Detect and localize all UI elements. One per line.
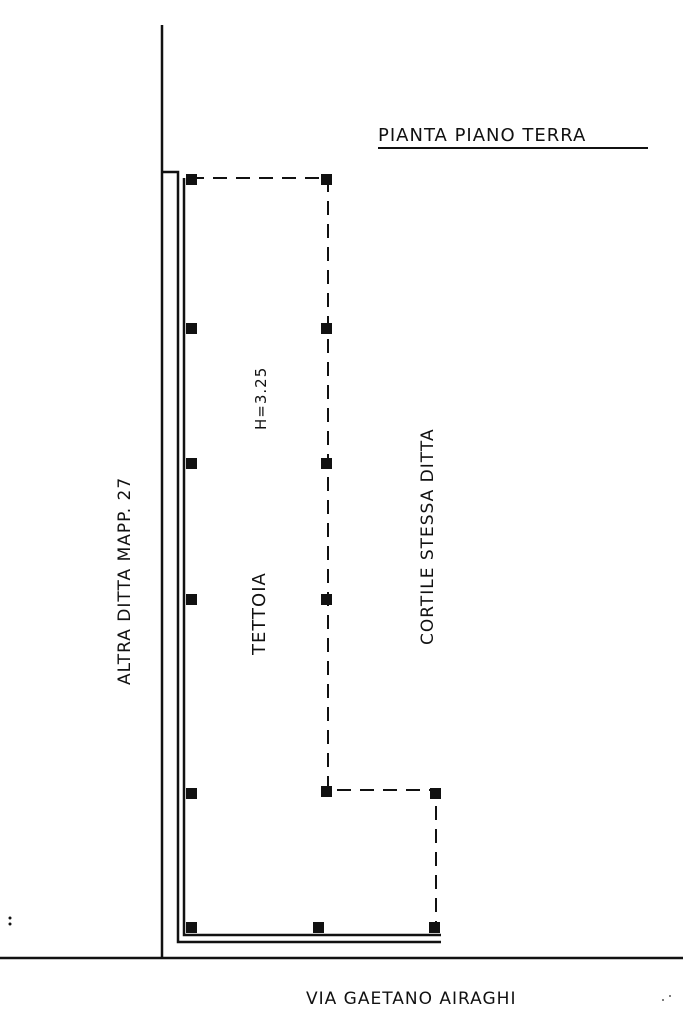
street-label: VIA GAETANO AIRAGHI [306,989,516,1009]
pillar [186,922,197,933]
canopy-outline [190,177,437,930]
building-outer-wall [162,170,441,944]
speck [8,922,12,926]
pillar [186,788,197,799]
pillar [186,174,197,185]
pillar [321,174,332,185]
speck [669,995,671,997]
speck [8,916,12,920]
pillar [186,323,197,334]
pillar [313,922,324,933]
building-inner-wall [182,178,441,937]
pillar [321,323,332,334]
pillar [321,458,332,469]
courtyard-label: CORTILE STESSA DITTA [418,428,438,645]
pillars [186,174,441,933]
pillar [430,788,441,799]
canopy-label: TETTOIA [249,572,270,656]
pillar [429,922,440,933]
pillar [321,594,332,605]
pillar [321,786,332,797]
height-label: H=3.25 [252,367,270,430]
pillar [186,458,197,469]
plan-title: PIANTA PIANO TERRA [378,125,586,146]
speck [662,999,664,1001]
neighbor-label: ALTRA DITTA MAPP. 27 [115,477,135,685]
pillar [186,594,197,605]
